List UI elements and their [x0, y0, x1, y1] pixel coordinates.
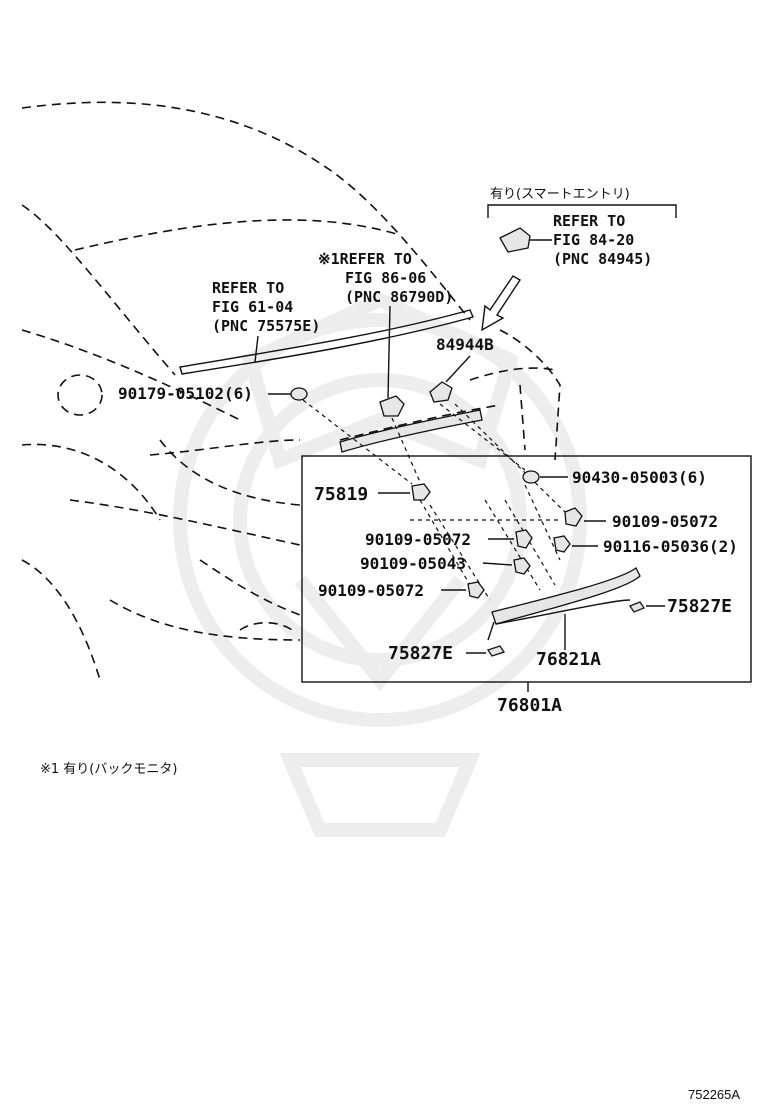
label-90109-05072-r[interactable]: 90109-05072 — [612, 512, 718, 531]
part-76821A-garnish — [487, 567, 641, 641]
label-90179-05102[interactable]: 90179-05102(6) — [118, 384, 253, 403]
refer-to-fig-61-04[interactable]: REFER TO FIG 61-04 (PNC 75575E) — [212, 279, 320, 335]
part-90116-screw — [553, 535, 571, 553]
smart-entry-bracket — [487, 204, 677, 218]
label-75827E-l[interactable]: 75827E — [388, 643, 453, 664]
part-90179-clip — [290, 387, 308, 401]
part-90109-bl-clip — [467, 581, 485, 599]
ref3-leader — [254, 335, 259, 363]
exploded-view-frame — [301, 455, 752, 683]
part-84944B — [429, 381, 453, 403]
part-90109-r-clip — [564, 507, 583, 527]
leader-84944B — [445, 355, 471, 383]
ref1-line3: (PNC 84945) — [553, 250, 652, 268]
refer-to-fig-84-20[interactable]: REFER TO FIG 84-20 (PNC 84945) — [553, 212, 652, 268]
back-camera-part — [379, 395, 405, 417]
label-75827E-r[interactable]: 75827E — [667, 596, 732, 617]
part-75819-emblem-clip — [411, 483, 431, 501]
part-75827E-l-tape — [486, 645, 506, 657]
assembly-guide-lines — [302, 399, 566, 601]
part-90430-nut — [522, 470, 540, 484]
ref1-line2: FIG 84-20 — [553, 231, 634, 249]
ref3-line3: (PNC 75575E) — [212, 317, 320, 335]
footnote-back-monitor: ※1 有り(バックモニタ) — [40, 762, 177, 777]
label-84944B[interactable]: 84944B — [436, 335, 494, 354]
smart-entry-switch-part — [499, 227, 552, 253]
ref2-line1: ※1REFER TO — [318, 250, 412, 268]
label-76801A[interactable]: 76801A — [497, 695, 562, 716]
smart-entry-arrow — [481, 275, 521, 332]
leader-90109-05043 — [482, 562, 513, 566]
label-90109-05043[interactable]: 90109-05043 — [360, 554, 466, 573]
back-door-molding — [179, 309, 483, 453]
label-90430-05003[interactable]: 90430-05003(6) — [572, 468, 707, 487]
ref2-line2: FIG 86-06 — [345, 269, 426, 287]
figure-code: 752265A — [688, 1087, 740, 1102]
label-90109-05072-bl[interactable]: 90109-05072 — [318, 581, 424, 600]
part-90109-05043-clip — [513, 557, 531, 575]
ref2-line3: (PNC 86790D) — [345, 288, 453, 306]
smart-entry-note: 有り(スマートエントリ) — [490, 187, 630, 202]
car-body-outline — [21, 101, 561, 681]
label-90109-05072-l[interactable]: 90109-05072 — [365, 530, 471, 549]
ref1-line1: REFER TO — [553, 212, 625, 230]
label-90116-05036[interactable]: 90116-05036(2) — [603, 537, 738, 556]
label-76821A[interactable]: 76821A — [536, 649, 601, 670]
part-90109-l-clip — [515, 529, 533, 549]
part-75827E-r-tape — [629, 601, 645, 613]
ref3-line2: FIG 61-04 — [212, 298, 293, 316]
refer-to-fig-86-06[interactable]: ※1REFER TO FIG 86-06 (PNC 86790D) — [318, 250, 453, 306]
ref3-line1: REFER TO — [212, 279, 284, 297]
label-75819[interactable]: 75819 — [314, 484, 368, 505]
ref2-leader — [387, 305, 391, 399]
